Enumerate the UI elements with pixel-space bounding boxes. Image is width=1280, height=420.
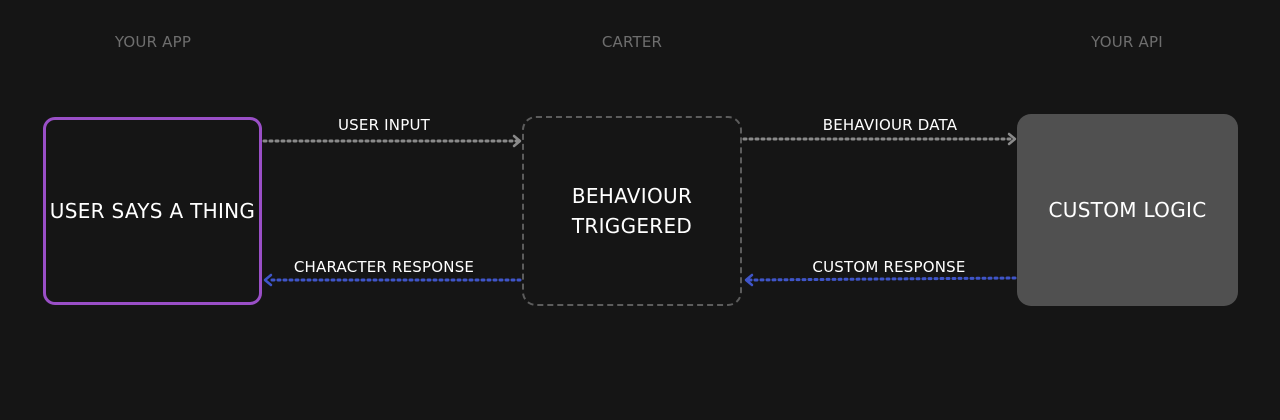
arrow-user-input — [262, 134, 522, 148]
column-label-your-app: YOUR APP — [114, 33, 192, 51]
node-behaviour-triggered: BEHAVIOUR TRIGGERED — [522, 116, 742, 306]
arrow-custom-response — [744, 273, 1017, 287]
edge-label-user-input: USER INPUT — [338, 116, 430, 134]
node-user-label: USER SAYS A THING — [49, 199, 256, 223]
node-custom-label: CUSTOM LOGIC — [1048, 198, 1207, 222]
edge-label-custom-response: CUSTOM RESPONSE — [812, 258, 966, 276]
node-user-says-a-thing: USER SAYS A THING — [43, 117, 262, 305]
column-label-your-api: YOUR API — [1091, 33, 1163, 51]
arrow-behaviour-data — [742, 132, 1017, 146]
node-behaviour-label: BEHAVIOUR TRIGGERED — [571, 184, 693, 238]
node-custom-logic: CUSTOM LOGIC — [1017, 114, 1238, 306]
arrow-character-response — [263, 273, 522, 287]
edge-label-character-response: CHARACTER RESPONSE — [293, 258, 475, 276]
edge-label-behaviour-data: BEHAVIOUR DATA — [822, 116, 958, 134]
column-label-carter: CARTER — [601, 33, 663, 51]
